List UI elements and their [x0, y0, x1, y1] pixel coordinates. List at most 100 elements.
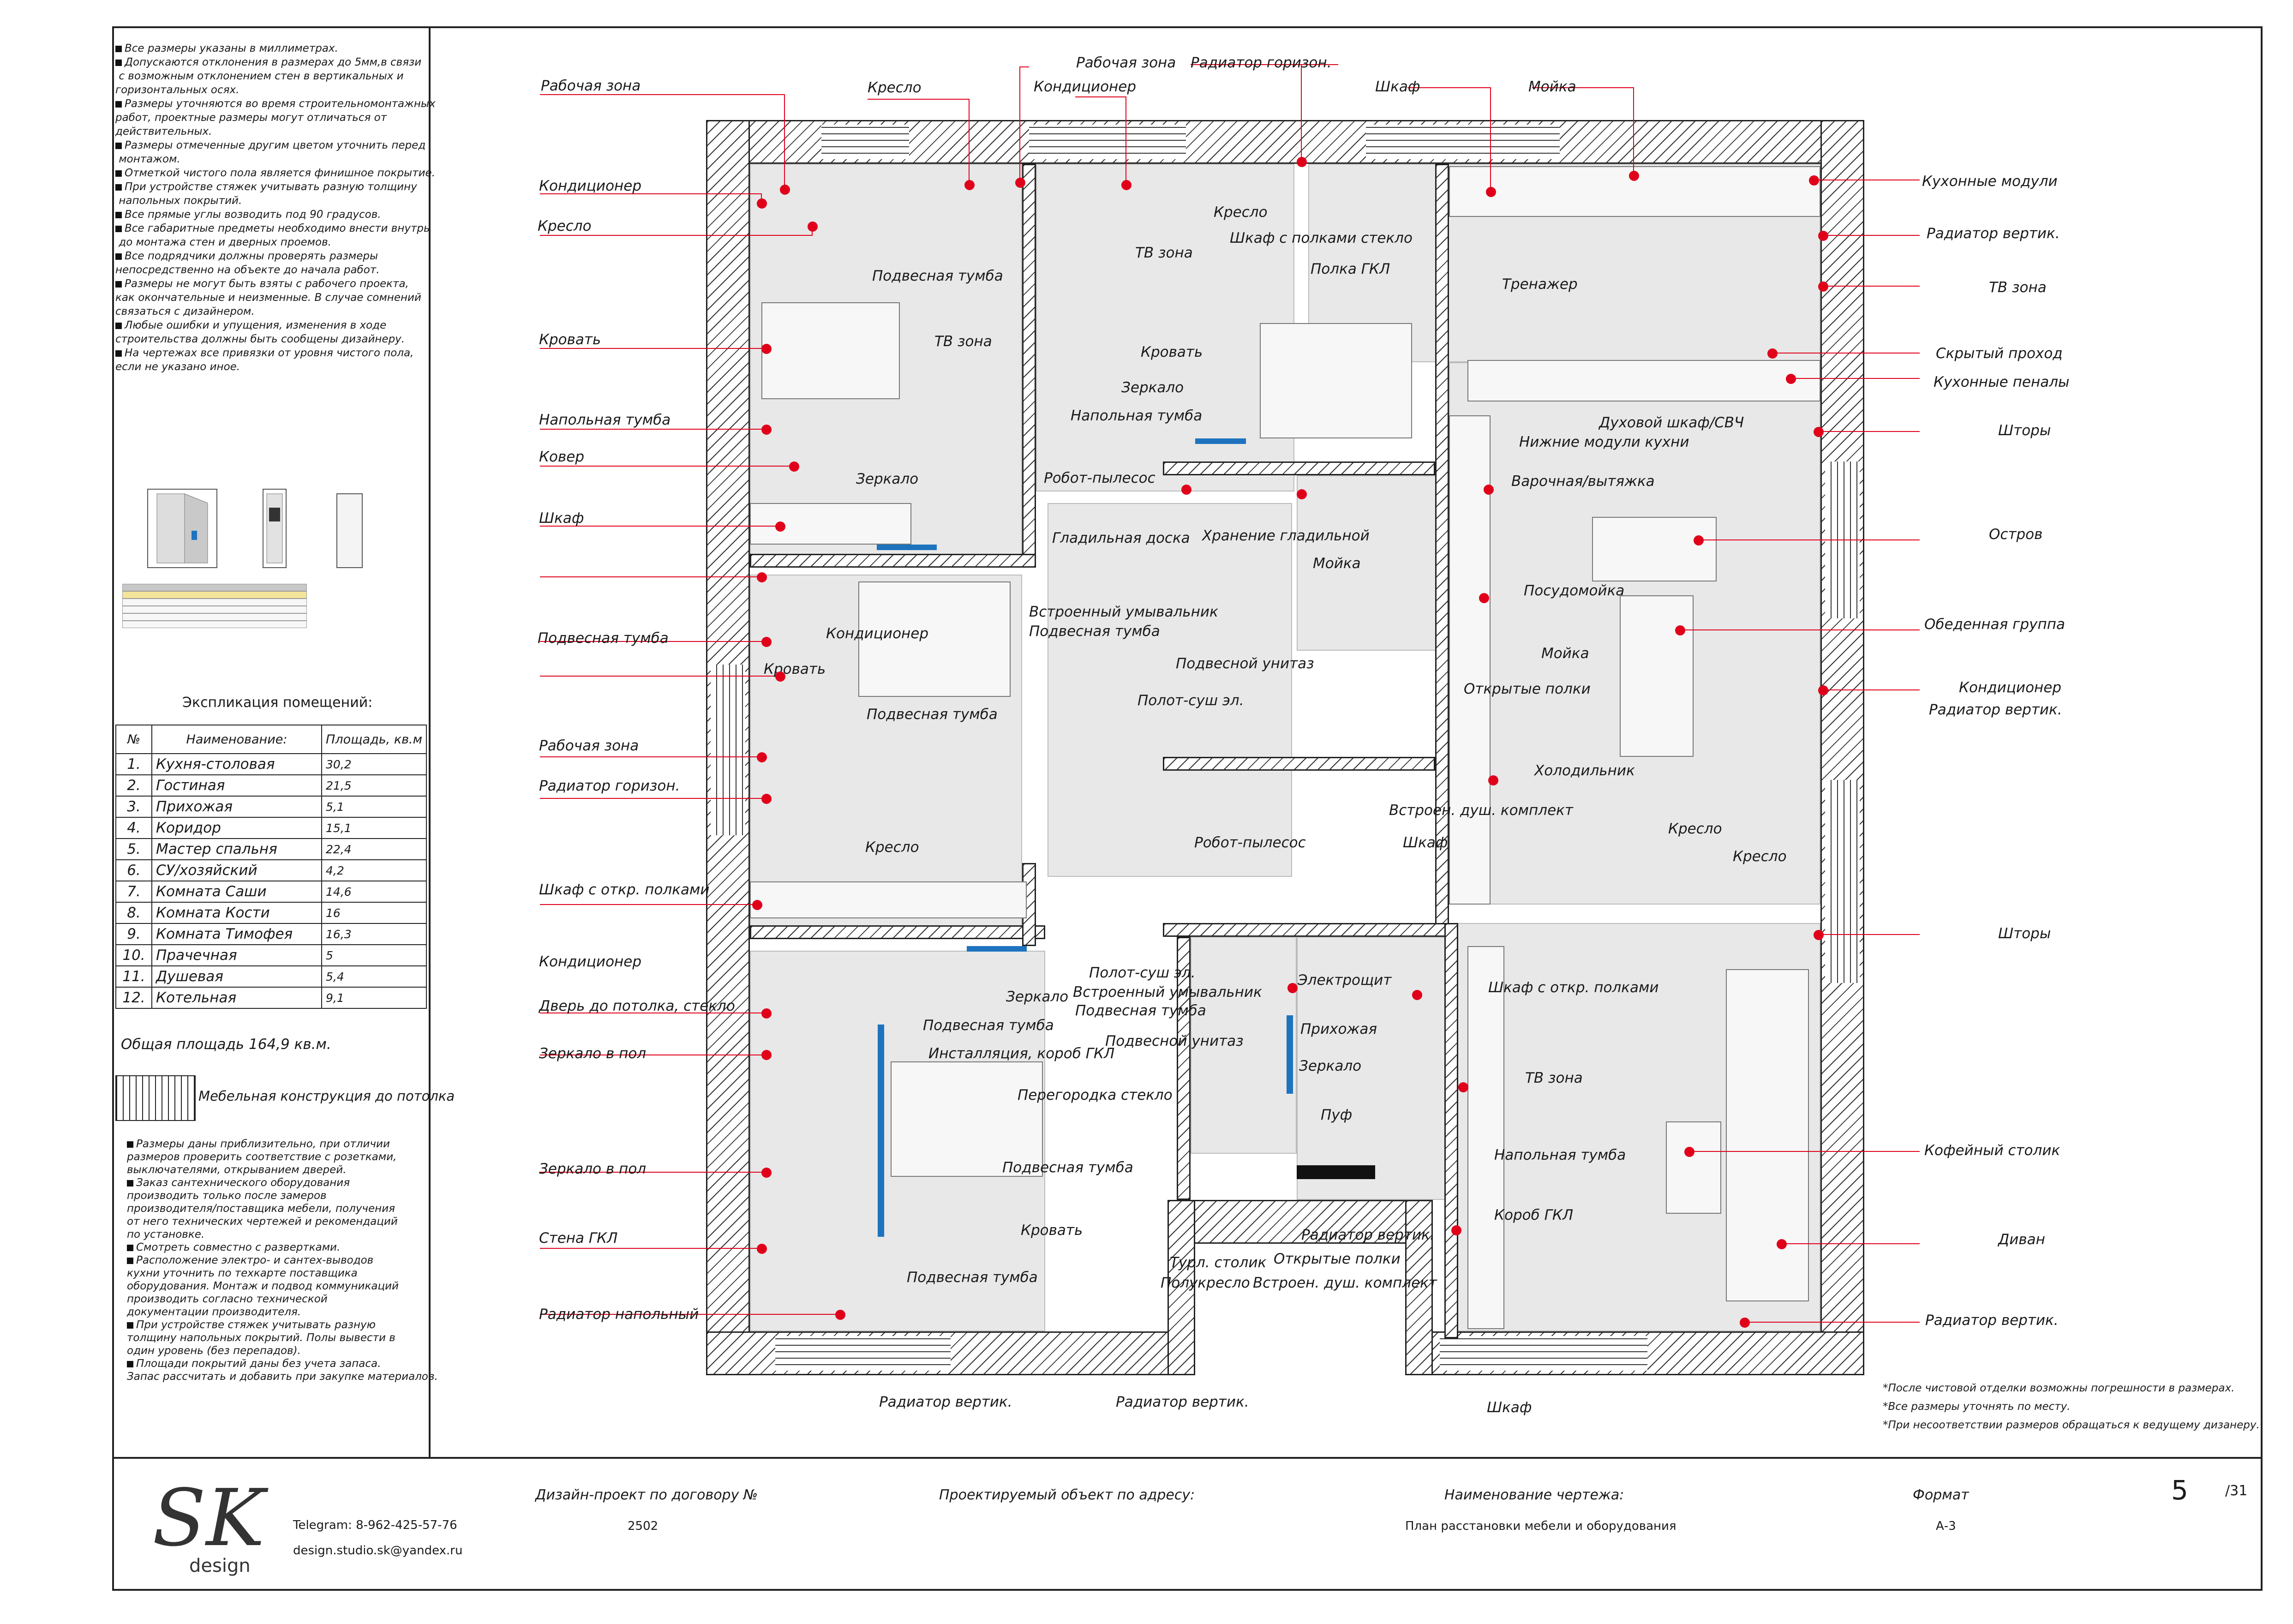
note-line: Заказ сантехнического оборудования — [127, 1176, 441, 1189]
open-shelving — [750, 881, 1027, 918]
explication-table: № Наименование: Площадь, кв.м 1.Кухня-ст… — [115, 725, 427, 1009]
tv-unit — [1467, 946, 1504, 1329]
callout-dot — [1486, 187, 1496, 197]
row-number: 3. — [115, 796, 152, 818]
note-line: непосредственно на объекте до начала раб… — [115, 264, 380, 276]
callout-dot — [1786, 374, 1796, 384]
label-armchair: Кресло — [1214, 204, 1268, 221]
entrance-wall-left — [1167, 1200, 1195, 1375]
entrance-wall-right — [1405, 1200, 1433, 1375]
email-contact: design.studio.sk@yandex.ru — [293, 1544, 463, 1558]
label-built-in-washbasin: Встроенный умывальник — [1029, 604, 1218, 620]
label-bed: Кровать — [764, 661, 826, 677]
note-line: строительства должны быть сообщены дизай… — [115, 333, 405, 345]
doormat — [1297, 1165, 1375, 1179]
note-line: работ, проектные размеры могут отличатьс… — [115, 112, 387, 124]
callout-dot — [761, 794, 772, 804]
dining-table — [1620, 595, 1694, 757]
label-hidden-passage: Скрытый проход — [1936, 345, 2063, 362]
callout-dot — [775, 671, 785, 682]
room-name: Прачечная — [151, 944, 323, 966]
label-workspace: Рабочая зона — [539, 737, 639, 754]
callout-dot — [1484, 485, 1494, 495]
room-master-bedroom — [1036, 164, 1294, 491]
room-area: 15,1 — [321, 817, 427, 839]
door-sizes-table — [122, 584, 307, 639]
logo-subtitle: design — [189, 1555, 251, 1576]
room-area: 9,1 — [321, 987, 427, 1009]
callout-dot — [1777, 1239, 1787, 1249]
room-area: 4,2 — [321, 859, 427, 881]
mirror — [1195, 438, 1246, 444]
label-mirror: Зеркало — [856, 471, 919, 487]
entrance-wall — [1191, 1200, 1412, 1244]
window — [1440, 1336, 1647, 1371]
note-line: Все размеры указаны в миллиметрах. — [115, 42, 429, 55]
window — [1825, 780, 1860, 983]
label-floor-mirror: Зеркало в пол — [539, 1045, 647, 1062]
callout-dot — [1814, 930, 1824, 940]
bed — [761, 302, 900, 399]
label-built-in-shower: Встроен. душ. комплект — [1253, 1275, 1437, 1291]
label-dining-set: Обеденная группа — [1924, 616, 2065, 633]
label-wall-cabinet: Подвесная тумба — [538, 630, 669, 647]
label-armchair: Кресло — [868, 79, 922, 96]
room-name: Коридор — [151, 817, 323, 839]
label-toilet-installation: Инсталляция, короб ГКЛ — [928, 1045, 1115, 1062]
label-floor-cabinet: Напольная тумба — [1494, 1147, 1626, 1163]
note-line: Размеры даны приблизительно, при отличии — [127, 1138, 441, 1151]
row-number: 1. — [115, 753, 152, 775]
note-line: Запас рассчитать и добавить при закупке … — [127, 1371, 438, 1383]
label-wall-cabinet: Подвесная тумба — [1002, 1159, 1133, 1176]
row-number: 8. — [115, 902, 152, 924]
drawing-name: План расстановки мебели и оборудования — [1405, 1519, 1676, 1533]
label-wall-hung-toilet: Подвесной унитаз — [1105, 1033, 1244, 1049]
inner-wall — [1435, 164, 1449, 925]
column-header: Наименование: — [151, 725, 323, 754]
label-radiator-vertical: Радиатор вертик. — [1925, 1312, 2059, 1329]
note-line: Любые ошибки и упущения, изменения в ход… — [115, 318, 429, 332]
label-built-in-washbasin: Встроенный умывальник — [1073, 984, 1262, 1001]
callout-dot — [757, 572, 767, 582]
note-line: от него технических чертежей и рекоменда… — [127, 1216, 398, 1228]
bed — [858, 581, 1011, 697]
kitchen-tall-units — [1467, 360, 1820, 402]
drawing-name-label: Наименование чертежа: — [1444, 1487, 1624, 1503]
room-name: Комната Тимофея — [151, 923, 323, 945]
label-wall-cabinet: Подвесная тумба — [923, 1017, 1054, 1034]
room-name: Комната Саши — [151, 881, 323, 903]
label-sofa: Диван — [1998, 1231, 2045, 1248]
label-armchair: Кресло — [865, 839, 919, 856]
drawing-frame — [112, 26, 2263, 1591]
label-armchair: Кресло — [1668, 821, 1722, 837]
note-line: Расположение электро- и сантех-выводов — [127, 1254, 441, 1267]
note-line: Все прямые углы возводить под 90 градусо… — [115, 208, 429, 222]
callout-dot — [1412, 990, 1422, 1000]
note-line: по установке. — [127, 1228, 205, 1240]
studio-logo: SK design — [148, 1474, 264, 1581]
window — [711, 665, 745, 835]
callout-dot — [1675, 625, 1685, 635]
label-vanity-table: Турл. столик — [1170, 1254, 1267, 1271]
callout-dot — [1814, 427, 1824, 437]
label-armchair: Кресло — [538, 218, 592, 234]
callout-dot — [1451, 1225, 1461, 1235]
label-tv-area: ТВ зона — [1989, 279, 2047, 296]
note-line: действительных. — [115, 126, 212, 138]
callout-dot — [1297, 489, 1307, 499]
label-radiator-vertical: Радиатор вертик. — [1929, 701, 2062, 718]
inner-wall — [1163, 461, 1435, 475]
room-laundry — [1297, 475, 1444, 651]
note-line: толщину напольных покрытий. Полы вывести… — [127, 1332, 395, 1344]
label-sink: Мойка — [1541, 645, 1589, 662]
callout-dot — [1458, 1082, 1468, 1092]
label-floor-radiator: Радиатор напольный — [539, 1306, 699, 1323]
note-line: как окончательные и неизменные. В случае… — [115, 292, 421, 304]
label-robot-vacuum: Робот-пылесос — [1194, 834, 1306, 851]
room-name: Прихожая — [151, 796, 323, 818]
label-radiator-vertical: Радиатор вертик. — [1301, 1227, 1435, 1243]
